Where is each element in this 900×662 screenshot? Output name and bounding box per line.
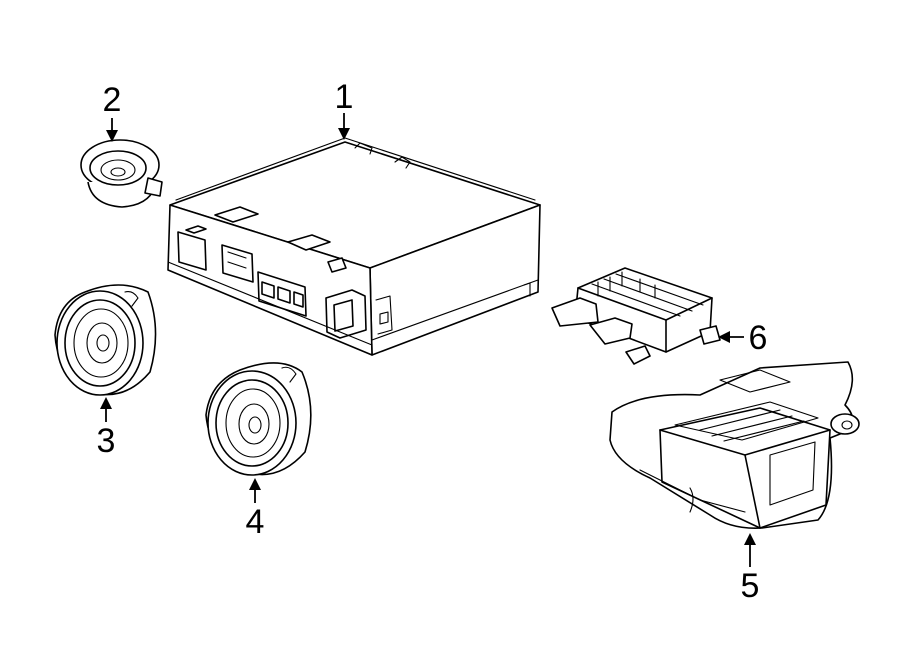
callout-number-2: 2 (103, 81, 122, 119)
callout-number-1: 1 (335, 78, 354, 116)
part-6-control-module (551, 267, 721, 365)
callout-labels: 1 2 3 4 5 6 (97, 78, 768, 605)
part-4-speaker (205, 362, 312, 476)
part-2-tweeter (80, 139, 163, 208)
callout-number-5: 5 (741, 567, 760, 605)
part-3-speaker (54, 284, 157, 396)
callout-number-4: 4 (246, 503, 265, 541)
part-1-module (167, 137, 541, 356)
callout-arrows (100, 113, 756, 567)
part-5-subwoofer (609, 361, 860, 530)
callout-number-6: 6 (749, 319, 768, 357)
callout-number-3: 3 (97, 422, 116, 460)
